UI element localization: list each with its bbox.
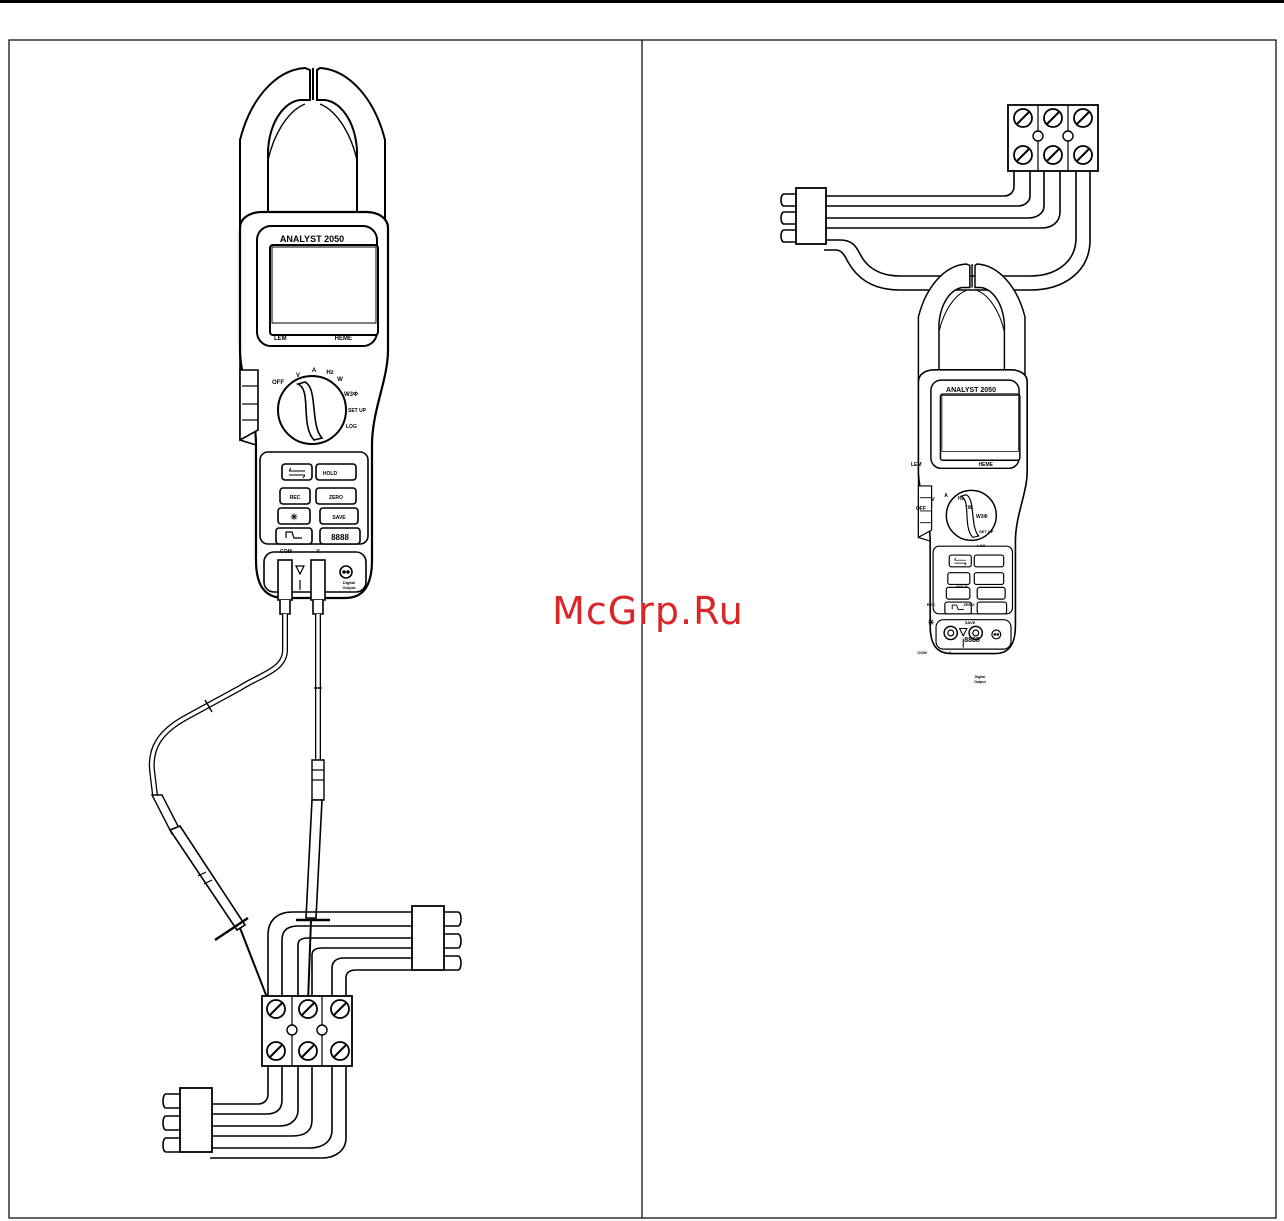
rec-button-label: REC	[290, 495, 301, 501]
dial-log: LOG	[346, 424, 357, 430]
right-digits-button-label: 8888	[964, 637, 980, 644]
brand-left-label: LEM	[274, 336, 287, 342]
model-label: ANALYST 2050	[280, 234, 344, 244]
right-digital-output-label-2: Output	[974, 680, 986, 684]
zero-button-label: ZERO	[329, 495, 343, 501]
digital-output-label-2: Output	[342, 585, 356, 590]
left-meter	[240, 68, 388, 614]
right-meter	[918, 264, 1027, 654]
right-terminal-block	[1008, 105, 1098, 171]
left-terminal-block	[262, 996, 352, 1066]
right-dial-w3phase: W3Φ	[976, 514, 988, 520]
right-dial-log: LOG	[977, 543, 986, 548]
dial-a: A	[312, 368, 317, 374]
right-brand-left-label: LEM	[911, 462, 922, 468]
watermark: McGrp.Ru	[552, 589, 744, 633]
save-button-label: SAVE	[332, 515, 346, 521]
hold-button-label: HOLD	[323, 471, 338, 477]
left-cable-bottom	[163, 1066, 346, 1158]
right-v-terminal-label: V	[949, 650, 952, 655]
right-brand-right-label: HEME	[979, 462, 994, 468]
backlight-icon: ✳	[290, 512, 298, 522]
right-rec-button-label: REC	[927, 602, 936, 607]
right-cables	[781, 171, 1090, 290]
right-com-terminal-label: COM	[917, 650, 927, 655]
com-terminal-label: COM	[280, 549, 292, 555]
dial-off: OFF	[272, 380, 284, 386]
brand-right-label: HEME	[335, 336, 352, 342]
right-hold-button-label: HOLD	[956, 584, 967, 589]
test-leads	[152, 614, 330, 1002]
right-dial-hz: Hz	[958, 496, 965, 502]
right-save-button-label: SAVE	[965, 620, 976, 625]
right-dial-off: OFF	[916, 506, 926, 512]
right-model-label: ANALYST 2050	[946, 387, 996, 394]
dial-w3phase: W3Φ	[344, 392, 358, 398]
right-dial-setup: SET UP	[979, 529, 994, 534]
right-zero-button-label: ZERO	[963, 602, 974, 607]
dial-setup: SET UP	[348, 408, 367, 414]
right-dial-a: A	[944, 493, 948, 499]
dial-v: V	[296, 373, 300, 379]
right-digital-output-label-1: Digital	[975, 675, 986, 679]
right-dial-w: W	[968, 505, 973, 511]
digits-button-label: 8888	[331, 533, 349, 542]
dial-hz: Hz	[326, 370, 333, 376]
right-backlight-icon: ✳	[928, 618, 935, 627]
dial-w: W	[337, 377, 343, 383]
